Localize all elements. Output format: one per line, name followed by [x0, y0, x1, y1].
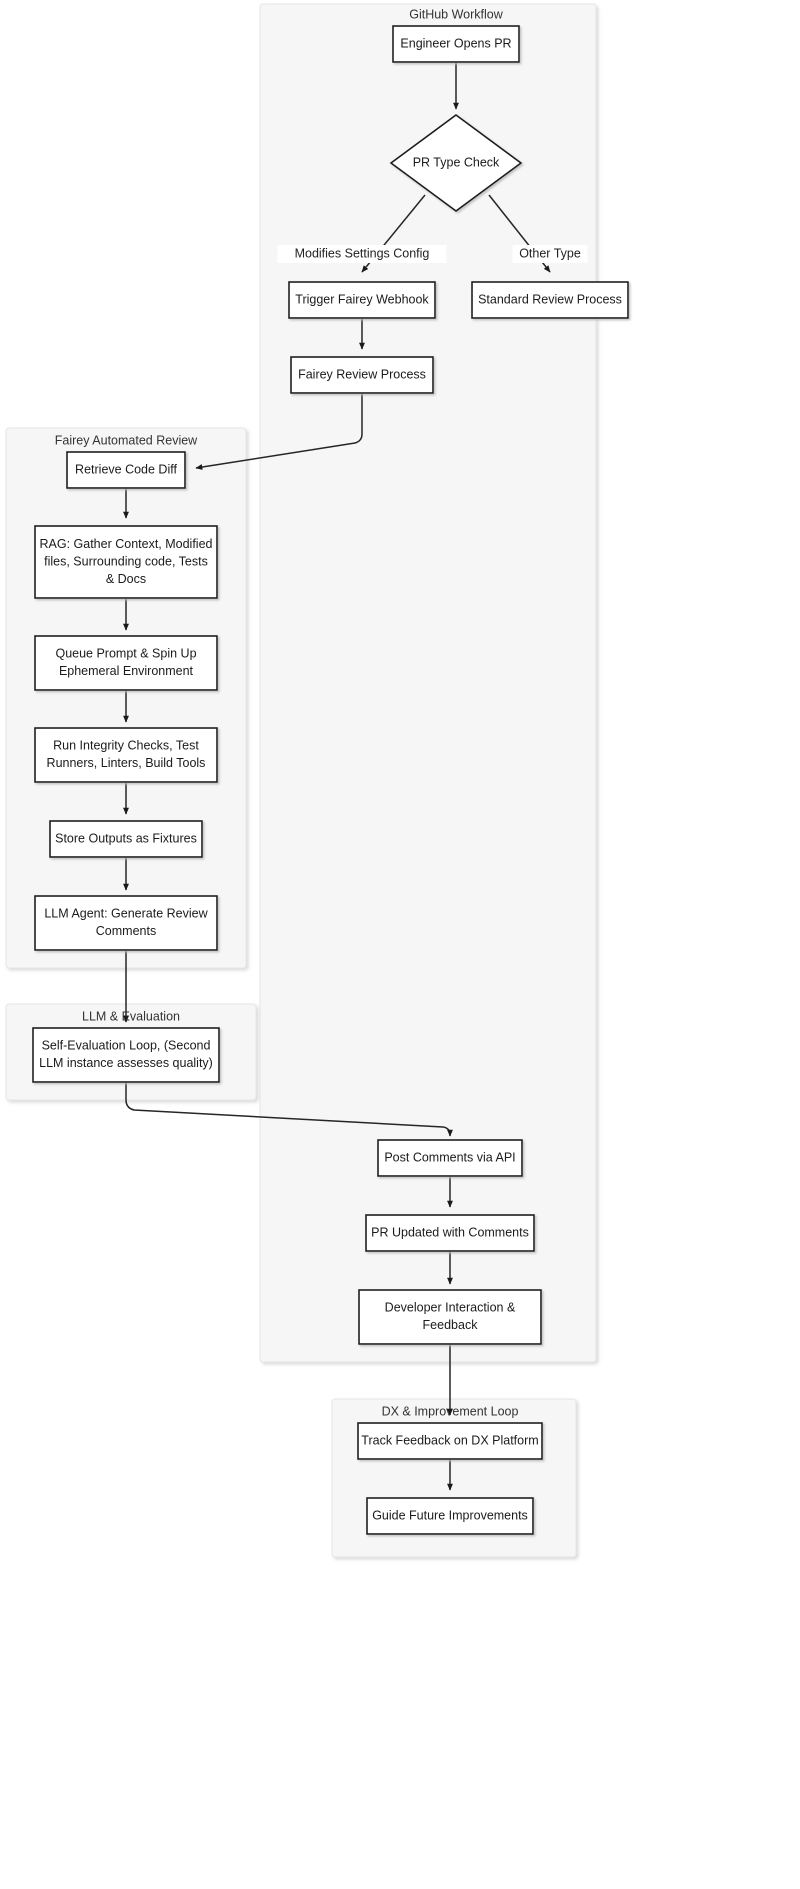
node-queue_prompt_spin_up[interactable]: Queue Prompt & Spin Up Ephemeral Environm… [34, 635, 218, 691]
node-label-self_evaluation_loop: LLM instance assesses quality) [39, 1056, 213, 1070]
node-pr_type_check[interactable]: PR Type Check [389, 114, 523, 212]
edge-label-e3: Other Type [512, 245, 588, 263]
node-shape-retrieve_code_diff [66, 451, 186, 489]
node-label-track_feedback_on_dx: Track Feedback on DX Platform [361, 1433, 538, 1447]
edge-label-text: Modifies Settings Config [295, 246, 430, 260]
edge-label-group: Modifies Settings Config Other Type [277, 245, 588, 263]
node-label-developer_interaction_feedback: Developer Interaction & [385, 1301, 516, 1315]
node-guide_future_improvements[interactable]: Guide Future Improvements [366, 1497, 534, 1535]
cluster-label-fairey: Fairey Automated Review [55, 433, 198, 447]
node-shape-run_integrity_checks [34, 727, 218, 783]
node-shape-post_comments_via_api [377, 1139, 523, 1177]
node-label-developer_interaction_feedback: Feedback [423, 1318, 479, 1332]
node-shape-self_evaluation_loop [32, 1027, 220, 1083]
node-label-standard_review_process: Standard Review Process [478, 292, 622, 306]
node-label-self_evaluation_loop: Self-Evaluation Loop, (Second [42, 1039, 211, 1053]
node-label-llm_agent_generate_review: Comments [96, 924, 156, 938]
node-label-guide_future_improvements: Guide Future Improvements [372, 1508, 528, 1522]
node-label-run_integrity_checks: Runners, Linters, Build Tools [47, 756, 206, 770]
node-shape-pr_type_check [389, 114, 523, 212]
node-label-queue_prompt_spin_up: Ephemeral Environment [59, 664, 194, 678]
edge-label-background [512, 245, 588, 263]
node-store_outputs_as_fixtures[interactable]: Store Outputs as Fixtures [49, 820, 203, 858]
node-retrieve_code_diff[interactable]: Retrieve Code Diff [66, 451, 186, 489]
node-label-store_outputs_as_fixtures: Store Outputs as Fixtures [55, 831, 197, 845]
node-shape-trigger_fairey_webhook [288, 281, 436, 319]
node-post_comments_via_api[interactable]: Post Comments via API [377, 1139, 523, 1177]
node-label-engineer_opens_pr: Engineer Opens PR [400, 36, 511, 50]
node-label-rag_gather_context: RAG: Gather Context, Modified [40, 537, 213, 551]
node-shape-fairey_review_process [290, 356, 434, 394]
node-label-post_comments_via_api: Post Comments via API [384, 1150, 515, 1164]
node-shape-engineer_opens_pr [392, 25, 520, 63]
node-shape-track_feedback_on_dx [357, 1422, 543, 1460]
node-shape-rag_gather_context [34, 525, 218, 599]
node-standard_review_process[interactable]: Standard Review Process [471, 281, 629, 319]
edge-fairey_review_process-to-retrieve_code_diff [195, 393, 363, 470]
cluster-label-github: GitHub Workflow [409, 7, 504, 21]
edge-label-text: Other Type [519, 246, 581, 260]
node-shape-llm_agent_generate_review [34, 895, 218, 951]
node-label-pr_type_check: PR Type Check [413, 155, 500, 169]
node-track_feedback_on_dx[interactable]: Track Feedback on DX Platform [357, 1422, 543, 1460]
node-rag_gather_context[interactable]: RAG: Gather Context, Modified files, Surr… [34, 525, 218, 599]
node-shape-store_outputs_as_fixtures [49, 820, 203, 858]
cluster-label-llmeval: LLM & Evaluation [82, 1009, 180, 1023]
node-trigger_fairey_webhook[interactable]: Trigger Fairey Webhook [288, 281, 436, 319]
edge-label-e2: Modifies Settings Config [277, 245, 447, 263]
node-shape-queue_prompt_spin_up [34, 635, 218, 691]
node-label-rag_gather_context: files, Surrounding code, Tests [44, 554, 208, 568]
node-label-rag_gather_context: & Docs [106, 572, 146, 586]
node-label-trigger_fairey_webhook: Trigger Fairey Webhook [295, 292, 429, 306]
cluster-github: GitHub Workflow [259, 3, 597, 1363]
edge-self_evaluation_loop-to-post_comments_via_api [125, 1082, 453, 1137]
node-developer_interaction_feedback[interactable]: Developer Interaction & Feedback [358, 1289, 542, 1345]
node-label-pr_updated_with_comments: PR Updated with Comments [371, 1225, 529, 1239]
node-fairey_review_process[interactable]: Fairey Review Process [290, 356, 434, 394]
edge-label-background [277, 245, 447, 263]
node-shape-guide_future_improvements [366, 1497, 534, 1535]
cluster-background-github [259, 3, 597, 1363]
node-engineer_opens_pr[interactable]: Engineer Opens PR [392, 25, 520, 63]
node-shape-developer_interaction_feedback [358, 1289, 542, 1345]
node-label-retrieve_code_diff: Retrieve Code Diff [75, 462, 177, 476]
node-label-queue_prompt_spin_up: Queue Prompt & Spin Up [55, 647, 196, 661]
node-label-run_integrity_checks: Run Integrity Checks, Test [53, 739, 199, 753]
node-label-fairey_review_process: Fairey Review Process [298, 367, 426, 381]
node-shape-pr_updated_with_comments [365, 1214, 535, 1252]
node-shape-standard_review_process [471, 281, 629, 319]
node-label-llm_agent_generate_review: LLM Agent: Generate Review [44, 907, 208, 921]
node-pr_updated_with_comments[interactable]: PR Updated with Comments [365, 1214, 535, 1252]
